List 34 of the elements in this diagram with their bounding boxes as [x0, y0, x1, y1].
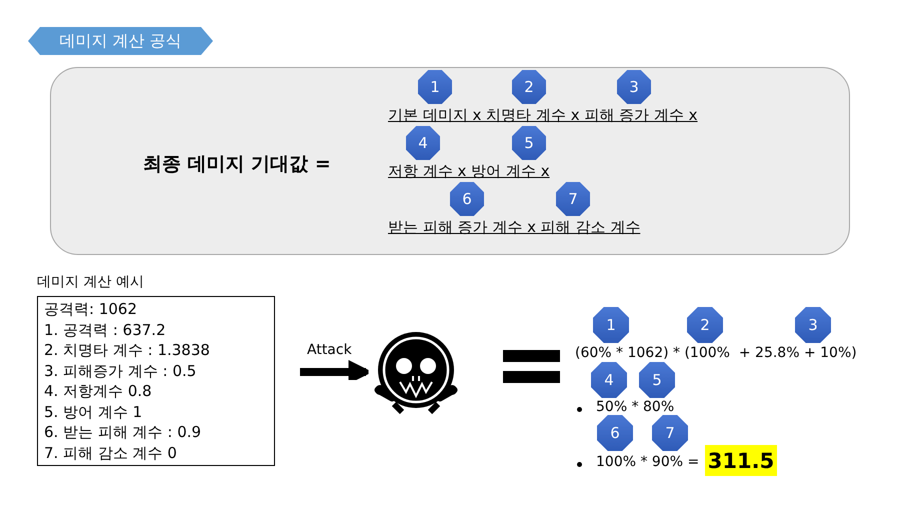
- number-badge: 2: [512, 70, 546, 104]
- number-badge: 7: [556, 182, 590, 216]
- box-heading: 데미지 계산 예시: [37, 273, 144, 291]
- list-item: 4. 저항계수 0.8: [44, 382, 152, 401]
- list-item: 6. 받는 피해 계수 : 0.9: [44, 423, 202, 442]
- number-badge: 2: [687, 307, 723, 343]
- list-item: 7. 피해 감소 계수 0: [44, 444, 177, 462]
- list-item: 5. 방어 계수 1: [44, 402, 142, 422]
- title-banner: 데미지 계산 공식: [28, 27, 213, 55]
- list-item: 2. 치명타 계수 : 1.3838: [44, 341, 210, 360]
- formula-line: 받는 피해 증가 계수 x 피해 감소 계수: [388, 218, 640, 237]
- number-badge: 1: [593, 307, 629, 343]
- number-badge: 4: [591, 362, 627, 398]
- list-item: 3. 피해증가 계수 : 0.5: [44, 362, 196, 380]
- list-item: 1. 공격력 : 637.2: [44, 320, 166, 340]
- number-badge: 6: [450, 182, 484, 216]
- number-badge: 5: [512, 126, 546, 160]
- number-badge: 6: [597, 415, 633, 451]
- list-item: 공격력: 1062: [44, 300, 137, 319]
- number-badge: 3: [617, 70, 651, 104]
- number-badge: 5: [639, 362, 675, 398]
- formula-heading: 최종 데미지 기대값 =: [143, 152, 331, 177]
- number-badge: 4: [406, 126, 440, 160]
- result-value: 311.5: [705, 445, 777, 476]
- formula-line: 기본 데미지 x 치명타 계수 x 피해 증가 계수 x: [388, 106, 698, 125]
- formula-line: 저항 계수 x 방어 계수 x: [388, 162, 550, 181]
- calculation-line: 50% * 80%: [596, 399, 674, 415]
- formula-panel: [50, 67, 850, 255]
- number-badge: 3: [795, 307, 831, 343]
- number-badge: 7: [652, 415, 688, 451]
- calculation-line: 100% * 90% =: [596, 454, 700, 470]
- number-badge: 1: [418, 70, 452, 104]
- edge-label: Attack: [307, 342, 352, 358]
- calculation-line: (60% * 1062) * (100% + 25.8% + 10%): [575, 345, 857, 361]
